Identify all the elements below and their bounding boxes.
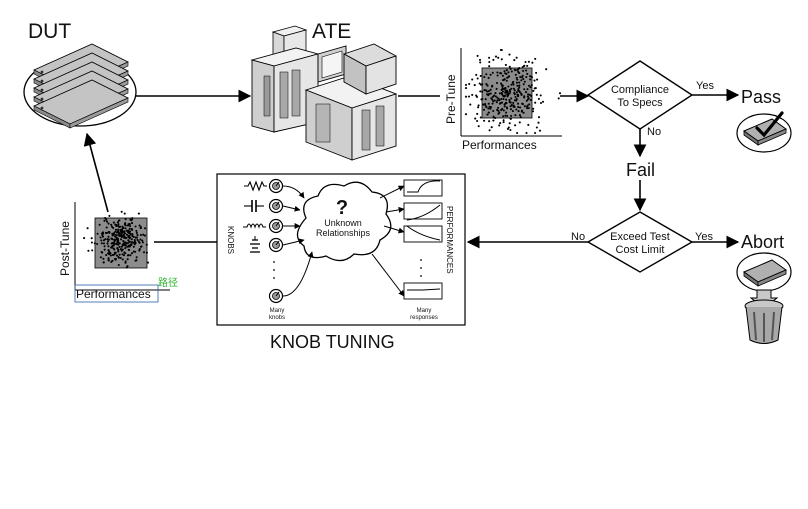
dut-label: DUT <box>28 20 71 43</box>
many-knobs-text-2: knobs <box>269 315 285 321</box>
fail-label: Fail <box>626 160 655 180</box>
capacitor-icon <box>244 200 264 212</box>
pre-tune-scatter-plot <box>460 48 562 137</box>
post-tune-axis-label: Post-Tune <box>58 221 72 276</box>
cloud-question-mark: ? <box>336 197 348 219</box>
chip-check-icon <box>736 111 792 153</box>
performances-vertical-label: PERFORMANCES <box>445 206 454 274</box>
knobs-vertical-label: KNOBS <box>226 226 235 254</box>
compliance-text-2: To Specs <box>617 97 663 109</box>
performances-label-selection-box <box>74 284 159 303</box>
exceed-text-2: Cost Limit <box>616 244 665 256</box>
knob-to-cloud-arrows <box>282 185 314 297</box>
trash-can-icon <box>744 299 784 344</box>
inductor-icon <box>243 223 266 229</box>
post-tune-scatter-plot <box>74 202 170 291</box>
resistor-icon <box>244 180 267 192</box>
many-responses-text-1: Many <box>417 308 432 314</box>
many-responses-text-2: responses <box>410 315 438 321</box>
cloud-to-response-arrows <box>371 185 405 297</box>
yes-label-exceed: Yes <box>695 231 713 243</box>
chip-icon <box>736 252 792 292</box>
ate-server-icon <box>250 25 398 161</box>
abort-label: Abort <box>741 232 784 252</box>
no-label-exceed: No <box>571 231 585 243</box>
pre-tune-axis-label: Pre-Tune <box>444 74 458 124</box>
yes-label-compliance: Yes <box>696 80 714 92</box>
knob-tuning-label: KNOB TUNING <box>270 332 395 352</box>
exceed-text-1: Exceed Test <box>610 231 670 243</box>
no-label-compliance: No <box>647 126 661 138</box>
many-knobs-dots <box>273 261 275 279</box>
pass-label: Pass <box>741 87 781 107</box>
compliance-text-1: Compliance <box>611 84 669 96</box>
unknown-text-1: Unknown <box>324 218 362 228</box>
arrow-posttune-to-dut <box>83 132 109 213</box>
many-responses-dots <box>420 259 422 277</box>
performances-axis-label-top: Performances <box>462 138 537 152</box>
many-knobs-text-1: Many <box>270 308 285 314</box>
battery-icon <box>250 236 260 253</box>
exceed-decision <box>586 211 694 273</box>
performances-axis-label-bottom: Performances <box>76 287 151 301</box>
green-path-mark: 路径 <box>158 276 178 289</box>
unknown-text-2: Relationships <box>316 228 371 238</box>
ate-label: ATE <box>312 20 351 43</box>
dut-stack-icon <box>23 43 137 129</box>
